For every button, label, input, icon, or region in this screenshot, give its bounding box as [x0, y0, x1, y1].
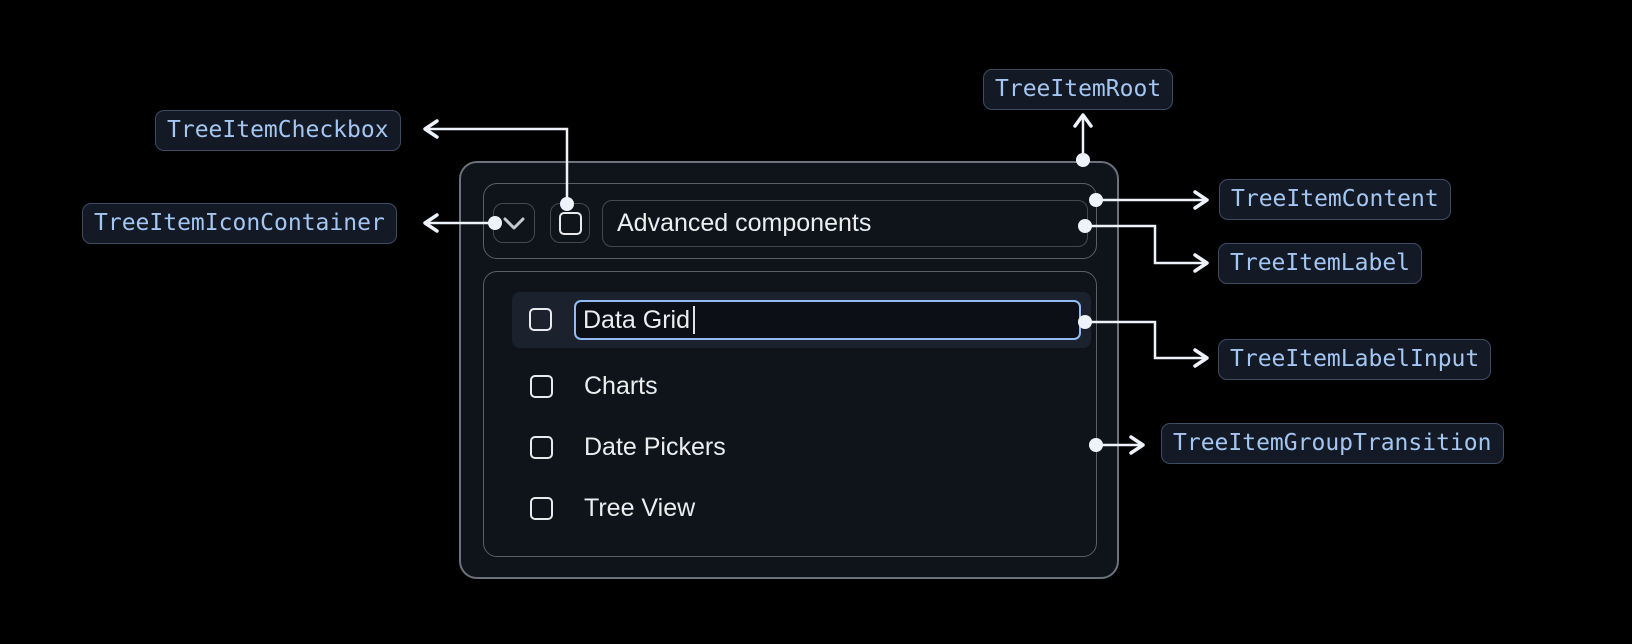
badge-tree-item-label: TreeItemLabel	[1218, 243, 1423, 284]
checkbox-icon[interactable]	[530, 496, 553, 520]
tree-row[interactable]: Charts	[484, 360, 1096, 412]
arrow-right-icon	[1193, 253, 1209, 273]
checkbox-icon	[558, 211, 582, 235]
tree-row-label: Date Pickers	[584, 432, 726, 461]
badge-tree-item-group-transition: TreeItemGroupTransition	[1161, 423, 1504, 464]
badge-tree-item-checkbox: TreeItemCheckbox	[155, 110, 401, 151]
badge-tree-item-root: TreeItemRoot	[983, 69, 1174, 110]
tree-item-content-box[interactable]: Advanced components	[483, 183, 1097, 259]
arrow-right-icon	[1193, 190, 1209, 210]
arrow-right-icon	[1193, 348, 1209, 368]
arrow-left-icon	[423, 213, 439, 233]
badge-tree-item-content: TreeItemContent	[1219, 179, 1451, 220]
tree-item-root-box: Advanced components Data Grid Charts Dat…	[459, 161, 1119, 579]
checkbox-icon[interactable]	[530, 435, 553, 459]
tree-item-group-box: Data Grid Charts Date Pickers Tree View	[483, 271, 1097, 557]
tree-row-editing[interactable]: Data Grid	[512, 292, 1091, 348]
tree-row[interactable]: Date Pickers	[484, 421, 1096, 473]
checkbox-icon[interactable]	[530, 374, 553, 398]
tree-item-label-input-field[interactable]: Data Grid	[574, 300, 1081, 340]
badge-tree-item-icon-container: TreeItemIconContainer	[82, 203, 397, 244]
chevron-down-icon	[503, 217, 525, 229]
tree-item-checkbox-box[interactable]	[550, 203, 590, 243]
tree-item-label-text: Advanced components	[617, 209, 872, 237]
checkbox-icon[interactable]	[529, 308, 552, 331]
badge-tree-item-label-input: TreeItemLabelInput	[1218, 339, 1492, 380]
arrow-up-icon	[1073, 113, 1093, 128]
label-input-value: Data Grid	[583, 305, 690, 334]
tree-row-label: Charts	[584, 371, 658, 400]
tree-row-label: Tree View	[584, 493, 696, 522]
arrow-right-icon	[1129, 435, 1145, 455]
tree-item-icon-container-box[interactable]	[493, 203, 535, 243]
tree-row[interactable]: Tree View	[484, 482, 1096, 534]
text-caret	[692, 306, 696, 334]
tree-item-label-box: Advanced components	[602, 200, 1088, 247]
arrow-left-icon	[423, 119, 439, 139]
